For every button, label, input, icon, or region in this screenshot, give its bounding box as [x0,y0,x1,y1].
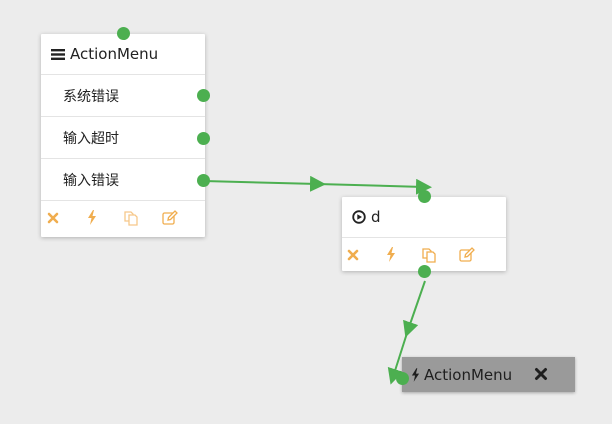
input-port[interactable] [418,190,431,203]
output-port[interactable] [197,132,210,145]
action-node[interactable]: d [342,197,506,271]
menu-option[interactable]: 系统错误 [41,74,205,116]
action-menu-node[interactable]: ActionMenu 系统错误 输入超时 输入错误 [41,34,205,237]
connection-wire[interactable] [317,178,432,195]
copy-icon[interactable] [121,208,141,228]
node-toolbar [342,237,506,271]
edit-icon[interactable] [457,245,477,265]
close-icon[interactable] [531,364,551,384]
node-toolbar [41,200,205,234]
input-port[interactable] [117,27,130,40]
menu-icon [51,48,65,61]
copy-icon[interactable] [419,245,439,265]
node-header[interactable]: d [342,197,506,237]
bolt-icon[interactable] [82,208,102,228]
collapsed-action-menu-node[interactable]: ActionMenu [402,357,575,392]
output-port[interactable] [418,265,431,278]
node-title: ActionMenu [424,365,513,384]
output-port[interactable] [197,174,210,187]
edit-icon[interactable] [160,208,180,228]
output-port[interactable] [197,89,210,102]
menu-option[interactable]: 输入超时 [41,116,205,158]
delete-icon[interactable] [43,208,63,228]
play-circle-icon [352,210,366,224]
bolt-icon[interactable] [381,245,401,265]
input-port[interactable] [396,372,409,385]
menu-option-label: 系统错误 [63,88,119,105]
node-title: ActionMenu [70,45,159,63]
node-title: d [371,208,381,226]
menu-option[interactable]: 输入错误 [41,158,205,200]
delete-icon[interactable] [343,245,363,265]
menu-option-label: 输入超时 [63,130,119,147]
bolt-icon [411,367,420,382]
node-header[interactable]: ActionMenu [41,34,205,74]
connection-wire[interactable] [203,175,326,192]
connection-wire[interactable] [403,280,426,338]
menu-option-label: 输入错误 [63,172,119,189]
